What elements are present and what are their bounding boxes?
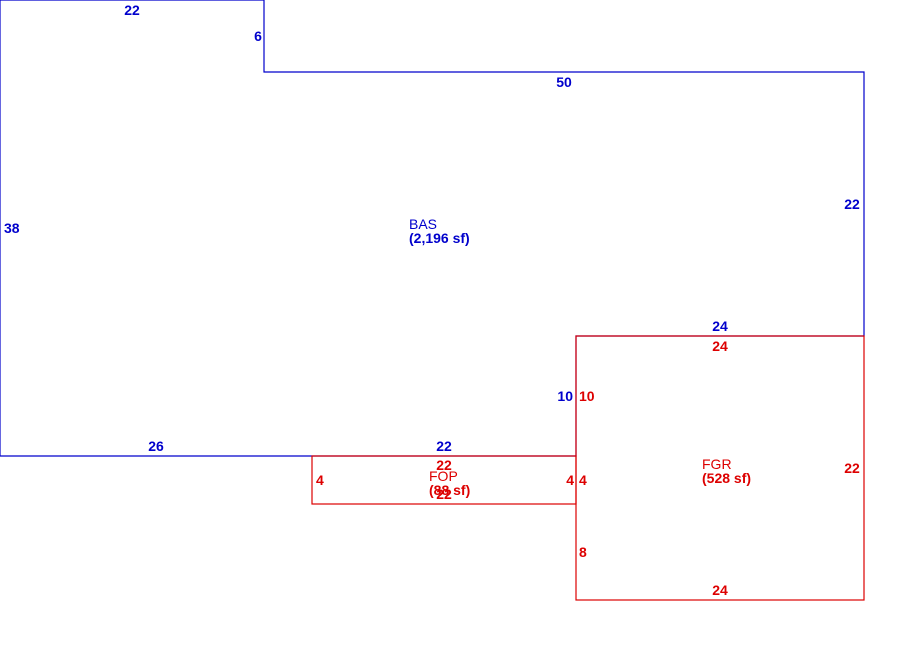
- dim-fop-top: 22: [436, 457, 452, 473]
- fgr-area-label: FGR (528 sf): [702, 456, 751, 486]
- dim-fgr-top: 24: [712, 338, 728, 354]
- fgr-code: FGR: [702, 456, 732, 472]
- dim-bas-left: 38: [4, 220, 20, 236]
- fgr-dimensions: 24 10 4 8 22 24: [579, 338, 860, 598]
- dim-fgr-right: 22: [844, 460, 860, 476]
- fgr-size: (528 sf): [702, 470, 751, 486]
- dim-fgr-side-porch: 4: [579, 472, 587, 488]
- dim-fgr-bottom: 24: [712, 582, 728, 598]
- fop-code: FOP: [429, 468, 458, 484]
- dim-fgr-side-lower: 8: [579, 544, 587, 560]
- dim-fop-bottom: 22: [436, 486, 452, 502]
- fop-dimensions: 22 4 4 22: [316, 457, 574, 502]
- dim-fop-left: 4: [316, 472, 324, 488]
- dim-fgr-side-upper: 10: [579, 388, 595, 404]
- dim-bas-garage-top: 24: [712, 318, 728, 334]
- dim-bas-step: 6: [254, 28, 262, 44]
- dim-bas-right: 22: [844, 196, 860, 212]
- bas-area-label: BAS (2,196 sf): [409, 216, 470, 246]
- fop-area-label: FOP (88 sf): [429, 468, 470, 498]
- fop-size: (88 sf): [429, 482, 470, 498]
- bas-dimensions: 22 6 50 22 38 26 22 24 10: [4, 2, 860, 454]
- dim-fop-right: 4: [566, 472, 574, 488]
- dim-bas-top-right: 50: [556, 74, 572, 90]
- fgr-outline: [575, 335, 865, 601]
- dim-bas-garage-side: 10: [557, 388, 573, 404]
- dim-bas-bottom: 26: [148, 438, 164, 454]
- bas-code: BAS: [409, 216, 437, 232]
- dim-bas-top-left: 22: [124, 2, 140, 18]
- bas-size: (2,196 sf): [409, 230, 470, 246]
- dim-bas-bottom-mid: 22: [436, 438, 452, 454]
